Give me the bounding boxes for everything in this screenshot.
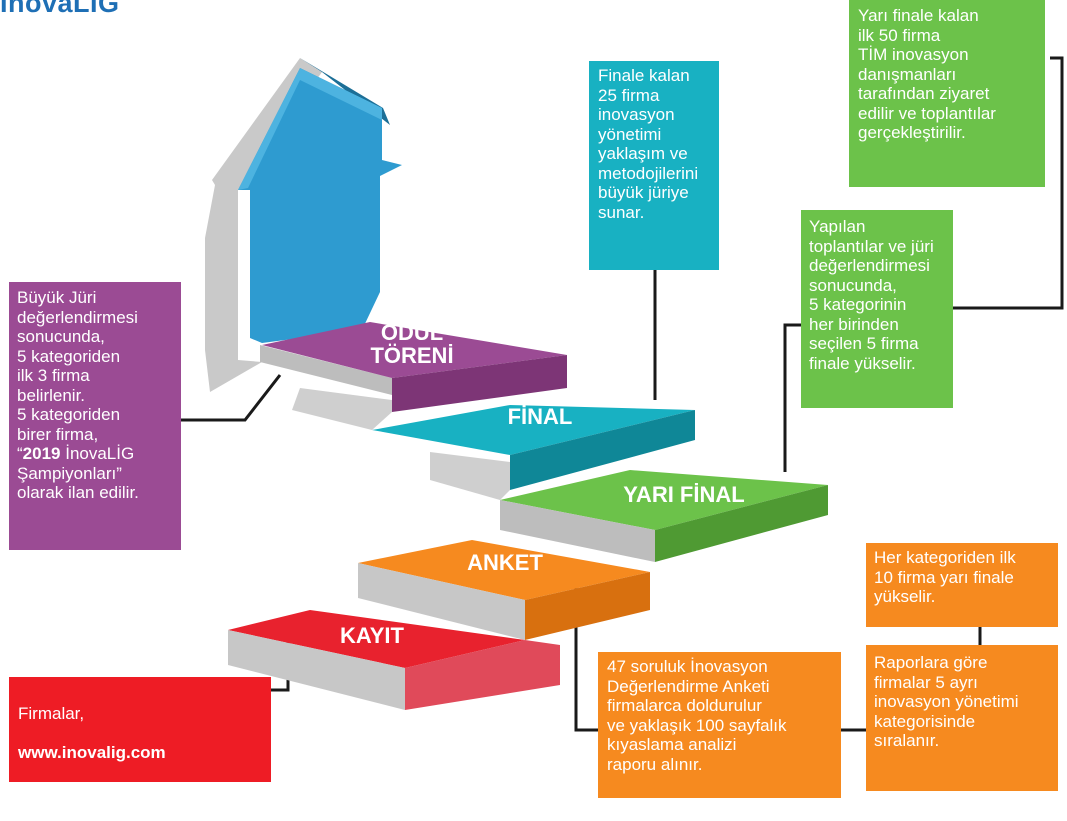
- kayit-info-line1: Firmalar,: [18, 703, 85, 723]
- ranking-info-box: Raporlara göre firmalar 5 ayrı inovasyon…: [866, 645, 1058, 791]
- odul-step-front: [392, 355, 567, 412]
- top10-info-box: Her kategoriden ilk 10 firma yarı finale…: [866, 543, 1058, 627]
- step-final: [292, 388, 695, 490]
- kayit-info-url[interactable]: www.inovalig.com: [18, 742, 166, 762]
- kayit-info-line3: adresinden ön kayıt olur.: [18, 781, 167, 821]
- kayit-label: KAYIT: [340, 623, 405, 648]
- yari-final-step-front: [655, 485, 828, 562]
- inovalig-logo: İnovaLİG: [0, 0, 120, 18]
- anket-label: ANKET: [467, 550, 543, 575]
- final-info-box: Finale kalan 25 firma inovasyon yönetimi…: [589, 61, 719, 270]
- yari-final-step-top: [500, 470, 828, 530]
- semifinal-result-box: Yapılan toplantılar ve jüri değerlendirm…: [801, 210, 953, 408]
- kayit-info-box: Firmalar, www.inovalig.com adresinden ön…: [9, 677, 271, 820]
- anket-step-side: [358, 563, 525, 640]
- odul-label-line2: TÖRENİ: [370, 343, 453, 368]
- yari-final-label: YARI FİNAL: [623, 482, 744, 507]
- final-step-riser: [292, 388, 392, 430]
- connector-odul: [180, 374, 282, 422]
- final-label: FİNAL: [508, 404, 573, 429]
- step-yari-final: [430, 452, 828, 562]
- connector-yarifinal: [783, 323, 801, 472]
- arrow-highlight: [238, 68, 382, 190]
- yari-final-step-riser: [430, 452, 510, 500]
- award-info-box: Büyük Jüri değerlendirmesi sonucunda, 5 …: [9, 282, 181, 550]
- kayit-step-side: [228, 630, 405, 710]
- award-text-before: Büyük Jüri değerlendirmesi sonucunda, 5 …: [17, 288, 138, 463]
- anket-step-front: [525, 572, 650, 640]
- kayit-step-top: [228, 610, 525, 668]
- connector-semifinal-visit: [953, 56, 1064, 310]
- award-text-year: 2019: [22, 444, 61, 463]
- arrow-body: [238, 68, 402, 343]
- arrow-wall-grey: [205, 58, 322, 392]
- semifinal-visit-box: Yarı finale kalan ilk 50 firma TİM inova…: [849, 0, 1045, 187]
- final-step-top: [372, 405, 695, 455]
- final-step-front: [510, 410, 695, 490]
- odul-label-line1: ÖDÜL: [381, 320, 443, 345]
- staircase-diagram: ÖDÜL TÖRENİ FİNAL YARI FİNAL ANKET KAYIT: [180, 56, 1064, 732]
- odul-step-top: [262, 322, 567, 378]
- award-text-after: İnovaLİG Şampiyonları” olarak ilan edili…: [17, 444, 139, 502]
- kayit-step-front: [405, 640, 560, 710]
- anket-step-top: [358, 540, 650, 600]
- anket-info-box: 47 soruluk İnovasyon Değerlendirme Anket…: [598, 652, 841, 798]
- arrow-house: [205, 58, 402, 392]
- step-odul-toreni: [260, 322, 567, 412]
- step-kayit: [228, 610, 560, 710]
- yari-final-step-side: [500, 500, 655, 562]
- connector-lines: [180, 56, 1064, 732]
- odul-step-side: [260, 345, 392, 395]
- step-anket: [358, 540, 650, 640]
